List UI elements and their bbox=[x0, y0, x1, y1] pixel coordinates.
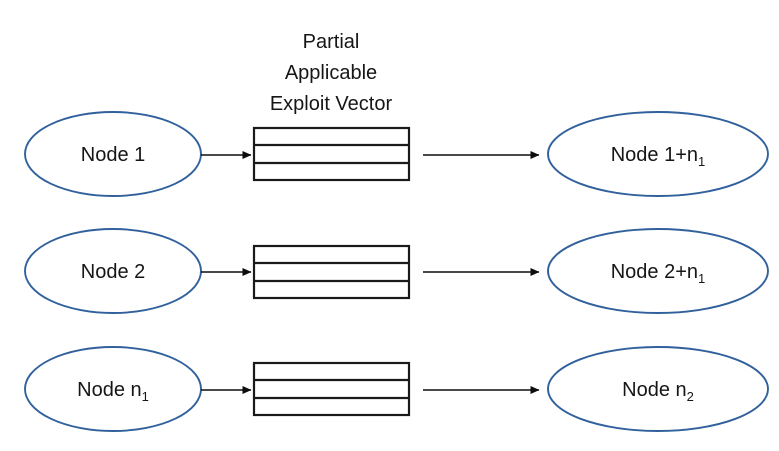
exploit-vector-1[interactable] bbox=[252, 126, 411, 182]
caption-block: Partial Applicable Exploit Vector bbox=[270, 31, 393, 115]
target-node-1-ellipse[interactable] bbox=[547, 111, 769, 197]
diagram-row-3: Node n1 Node n2 bbox=[24, 346, 769, 432]
caption-line-3: Exploit Vector bbox=[270, 93, 393, 115]
diagram-row-2: Node 2 Node 2+n1 bbox=[24, 228, 769, 314]
source-node-3-ellipse[interactable] bbox=[24, 346, 202, 432]
caption-line-2: Applicable bbox=[285, 62, 377, 84]
target-node-1-label: Node 1+n1 bbox=[611, 144, 706, 169]
target-node-2-ellipse[interactable] bbox=[547, 228, 769, 314]
source-node-1-label: Node 1 bbox=[81, 144, 146, 166]
source-node-1[interactable]: Node 1 bbox=[24, 111, 202, 197]
exploit-vector-3[interactable] bbox=[252, 361, 411, 417]
exploit-vector-3-box[interactable] bbox=[252, 361, 411, 417]
target-node-2[interactable]: Node 2+n1 bbox=[547, 228, 769, 314]
exploit-vector-2[interactable] bbox=[252, 244, 411, 300]
source-node-1-ellipse[interactable] bbox=[24, 111, 202, 197]
target-node-2-label: Node 2+n1 bbox=[611, 261, 706, 286]
source-node-2[interactable]: Node 2 bbox=[24, 228, 202, 314]
target-node-3-ellipse[interactable] bbox=[547, 346, 769, 432]
exploit-vector-1-box[interactable] bbox=[252, 126, 411, 182]
diagram-row-1: Node 1 Node 1+n1 bbox=[24, 111, 769, 197]
target-node-3-label: Node n2 bbox=[622, 379, 694, 404]
target-node-1[interactable]: Node 1+n1 bbox=[547, 111, 769, 197]
source-node-3-label: Node n1 bbox=[77, 379, 149, 404]
source-node-2-ellipse[interactable] bbox=[24, 228, 202, 314]
caption-line-1: Partial bbox=[303, 31, 360, 53]
exploit-vector-2-box[interactable] bbox=[252, 244, 411, 300]
source-node-3[interactable]: Node n1 bbox=[24, 346, 202, 432]
target-node-3[interactable]: Node n2 bbox=[547, 346, 769, 432]
source-node-2-label: Node 2 bbox=[81, 261, 146, 283]
